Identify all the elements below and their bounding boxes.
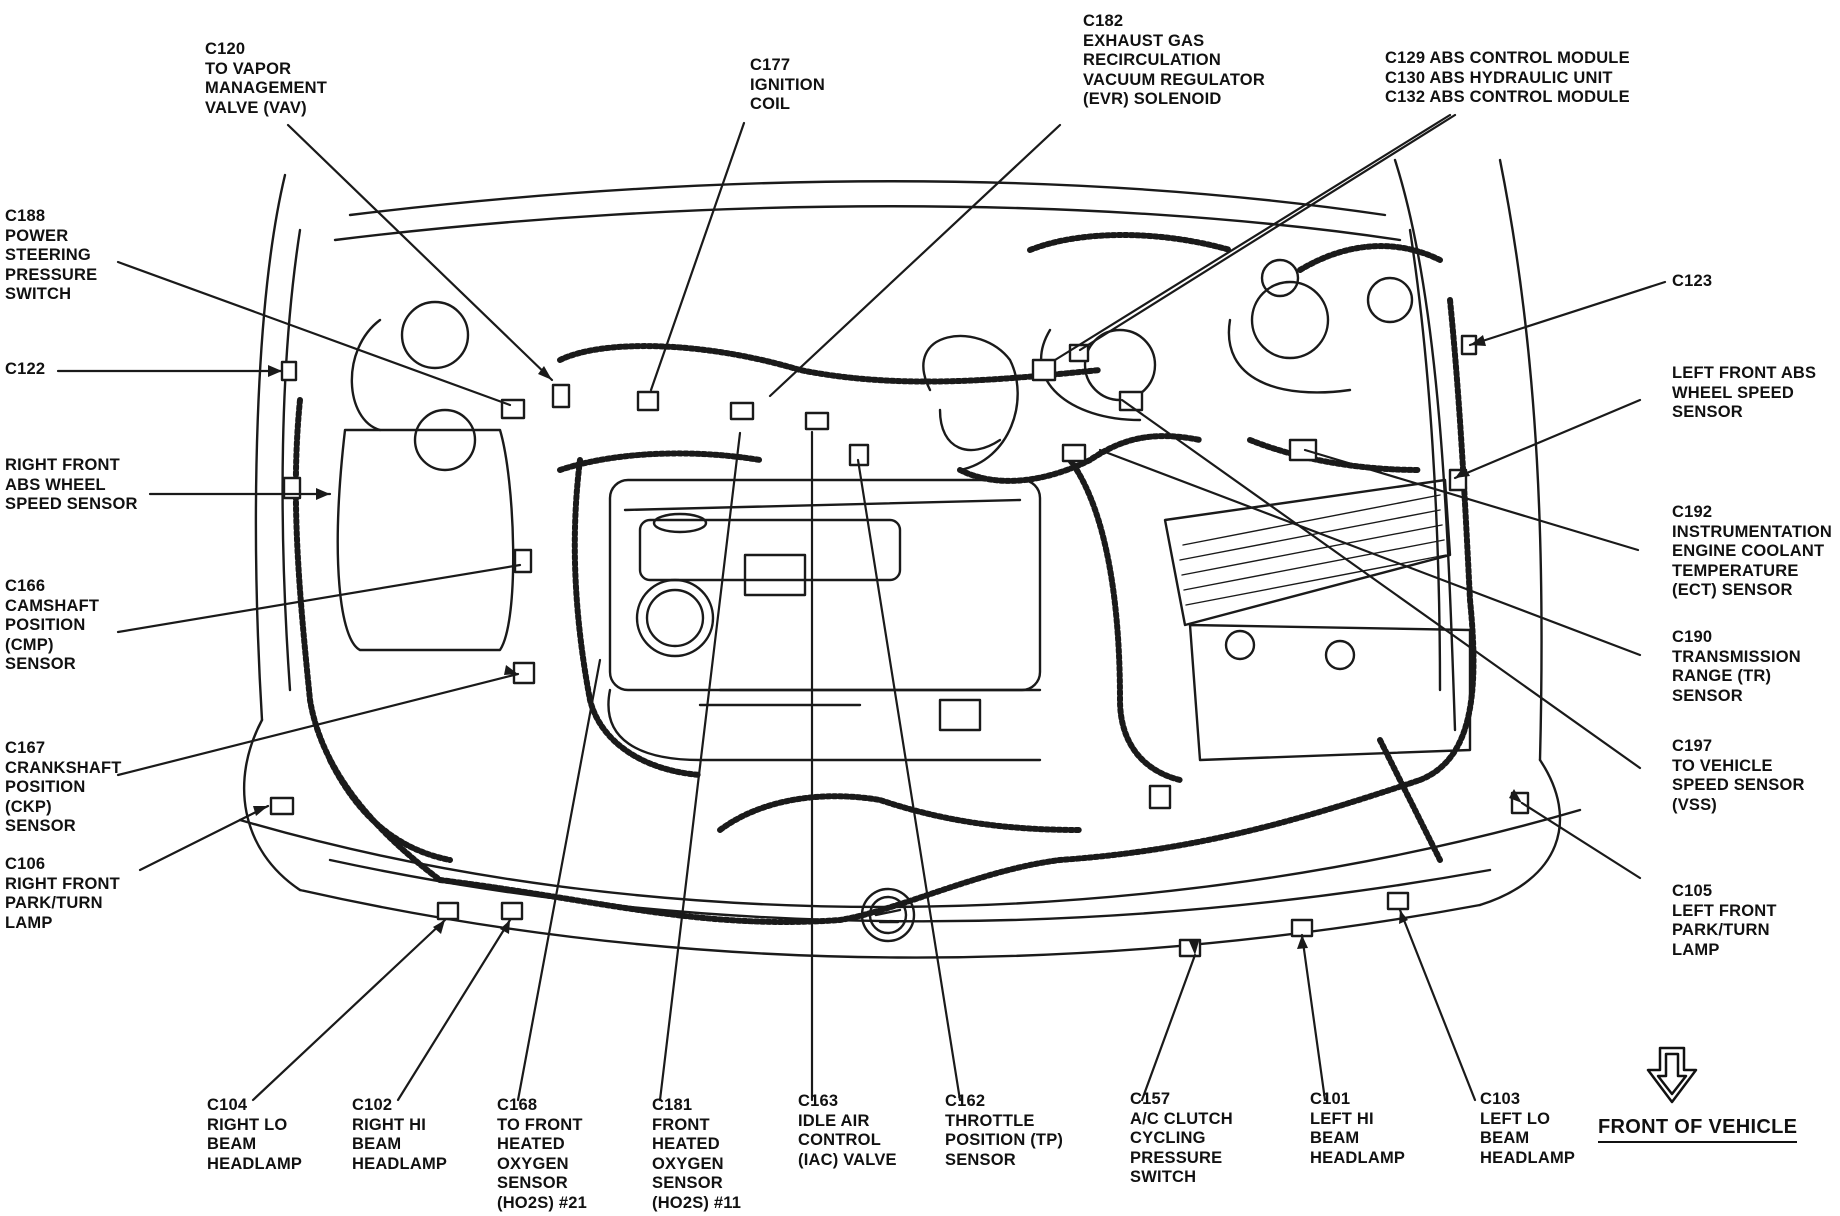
label-c120: C120 TO VAPOR MANAGEMENT VALVE (VAV) xyxy=(205,40,328,117)
label-left-front-abs-wheel-speed-sensor: LEFT FRONT ABS WHEEL SPEED SENSOR xyxy=(1672,364,1817,421)
engine-block xyxy=(607,478,1042,762)
label-c122: C122 xyxy=(5,360,46,378)
label-c192: C192 INSTRUMENTATION ENGINE COOLANT TEMP… xyxy=(1672,503,1833,599)
leader-lines xyxy=(56,113,1667,1102)
label-c123: C123 xyxy=(1672,272,1713,290)
brake-reservoir xyxy=(1039,258,1414,422)
label-c197: C197 TO VEHICLE SPEED SENSOR (VSS) xyxy=(1672,737,1805,814)
wiring-harness xyxy=(292,232,1477,925)
label-c182: C182 EXHAUST GAS RECIRCULATION VACUUM RE… xyxy=(1083,12,1265,108)
label-c188: C188 POWER STEERING PRESSURE SWITCH xyxy=(5,207,98,303)
label-c102: C102 RIGHT HI BEAM HEADLAMP xyxy=(352,1096,448,1173)
label-right-front-abs-wheel-speed-sensor: RIGHT FRONT ABS WHEEL SPEED SENSOR xyxy=(5,456,138,513)
label-c163: C163 IDLE AIR CONTROL (IAC) VALVE xyxy=(798,1092,897,1169)
label-c168: C168 TO FRONT HEATED OXYGEN SENSOR (HO2S… xyxy=(497,1096,588,1212)
battery xyxy=(1188,623,1472,762)
label-c157: C157 A/C CLUTCH CYCLING PRESSURE SWITCH xyxy=(1130,1090,1233,1186)
label-c177: C177 IGNITION COIL xyxy=(750,56,825,113)
coolant-reservoir xyxy=(336,300,515,652)
label-c103: C103 LEFT LO BEAM HEADLAMP xyxy=(1480,1090,1576,1167)
label-c181: C181 FRONT HEATED OXYGEN SENSOR (HO2S) #… xyxy=(652,1096,742,1212)
leader-arrowheads xyxy=(253,335,1522,955)
label-c104: C104 RIGHT LO BEAM HEADLAMP xyxy=(207,1096,303,1173)
label-c129-c130-c132: C129 ABS CONTROL MODULE C130 ABS HYDRAUL… xyxy=(1385,49,1630,106)
label-c167: C167 CRANKSHAFT POSITION (CKP) SENSOR xyxy=(5,739,122,835)
label-c166: C166 CAMSHAFT POSITION (CMP) SENSOR xyxy=(5,577,100,673)
air-cleaner xyxy=(1163,478,1452,627)
label-c101: C101 LEFT HI BEAM HEADLAMP xyxy=(1310,1090,1406,1167)
label-c190: C190 TRANSMISSION RANGE (TR) SENSOR xyxy=(1672,628,1801,705)
label-c106: C106 RIGHT FRONT PARK/TURN LAMP xyxy=(5,855,120,932)
front-arrow-icon xyxy=(1646,1046,1698,1104)
label-c162: C162 THROTTLE POSITION (TP) SENSOR xyxy=(945,1092,1064,1169)
label-c105: C105 LEFT FRONT PARK/TURN LAMP xyxy=(1672,882,1777,959)
front-of-vehicle-label: FRONT OF VEHICLE xyxy=(1598,1116,1798,1143)
intake-plenum xyxy=(922,334,1019,472)
